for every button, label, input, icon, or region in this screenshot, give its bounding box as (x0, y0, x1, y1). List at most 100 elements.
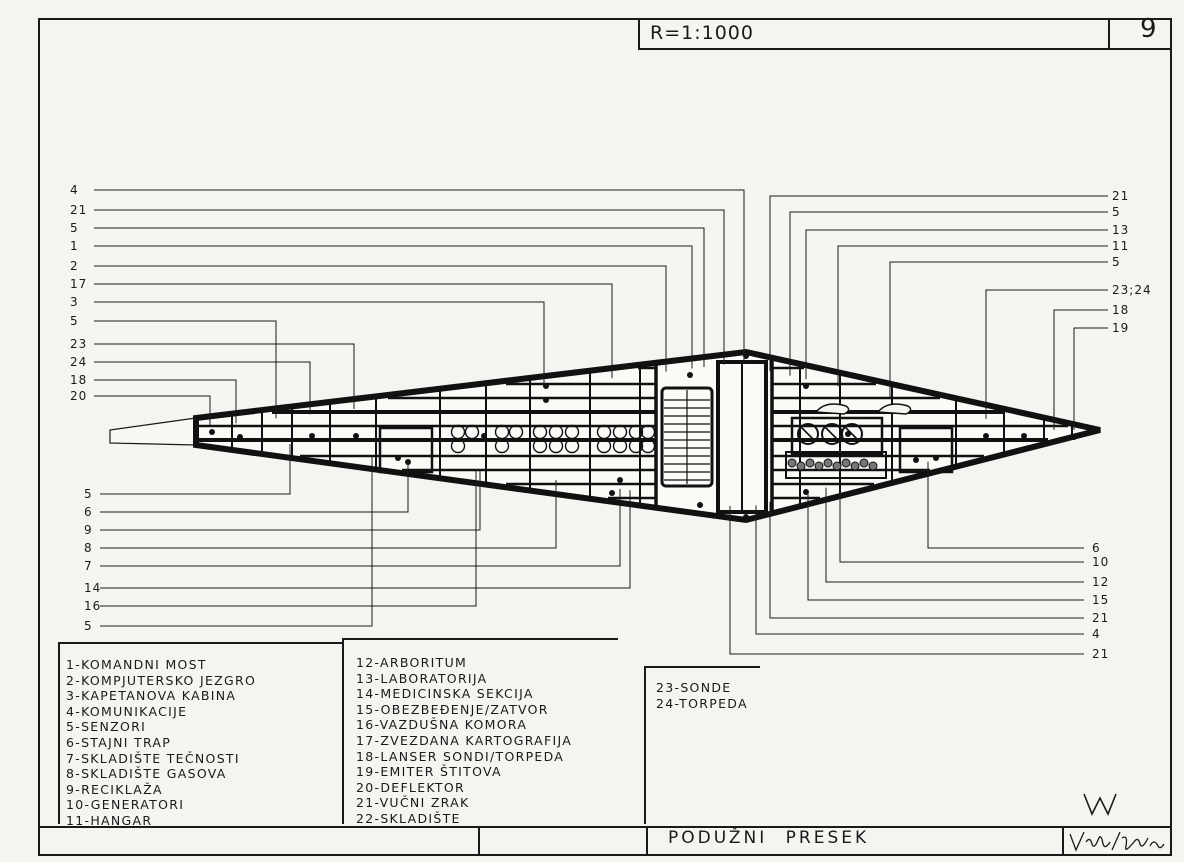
compartment-dot (913, 457, 919, 463)
compartment-dot (617, 477, 623, 483)
callout-bottom-right-label: 21 (1092, 611, 1109, 625)
leader-line (94, 379, 237, 424)
callout-right-label: 5 (1112, 205, 1121, 219)
compartment-dot (933, 455, 939, 461)
signature-cell (1062, 826, 1172, 856)
legend-item: 4-KOMUNIKACIJE (66, 703, 188, 719)
legend-vrule-3 (644, 666, 646, 824)
scale-label: R=1:1000 (650, 22, 754, 44)
compartment-dot (309, 433, 315, 439)
legend-vrule-1 (58, 642, 60, 824)
callout-right-label: 18 (1112, 303, 1129, 317)
signature-mark (1069, 831, 1165, 852)
computer-core-grid (664, 390, 710, 484)
leader-line (100, 488, 621, 567)
leader-line (805, 229, 1108, 380)
leader-line (100, 459, 409, 513)
leader-line (839, 484, 1084, 563)
leader-line (1053, 309, 1108, 430)
legend-item: 3-KAPETANOVA KABINA (66, 688, 237, 704)
legend-item: 10-GENERATORI (66, 797, 185, 813)
deflector-cone (109, 417, 197, 446)
legend-item: 17-ZVEZDANA KARTOGRAFIJA (356, 732, 573, 748)
callout-left-label: 5 (70, 314, 79, 328)
compartment-dot (395, 455, 401, 461)
callout-left-label: 17 (70, 277, 87, 291)
compartment-dot (743, 514, 749, 520)
callout-bottom-left-label: 14 (84, 581, 101, 595)
legend-item: 7-SKLADIŠTE TEČNOSTI (66, 750, 240, 766)
compartment-dot (697, 502, 703, 508)
callout-right-label: 13 (1112, 223, 1129, 237)
callout-bottom-left-label: 5 (84, 487, 93, 501)
callout-right-label: 23;24 (1112, 283, 1152, 297)
tank-cylinder (596, 424, 612, 440)
generator-cylinder (797, 423, 819, 445)
tank-cylinder (628, 438, 644, 454)
legend-item: 24-TORPEDA (656, 695, 748, 711)
leader-line (94, 301, 545, 387)
hangar-bay (790, 416, 884, 456)
callout-left-label: 3 (70, 295, 79, 309)
leader-lines (94, 189, 1108, 655)
compartment-dot (609, 490, 615, 496)
sheet-number-box (1108, 18, 1172, 50)
leader-line (100, 480, 557, 549)
compartment-dot (1089, 427, 1095, 433)
leader-line (94, 189, 745, 363)
monogram-mark (1083, 793, 1117, 816)
leader-line (94, 343, 355, 410)
callout-bottom-left-label: 5 (84, 619, 93, 633)
legend-rule-3 (644, 666, 760, 668)
leader-line (985, 289, 1108, 419)
tank-cylinder (450, 424, 466, 440)
arboretum-bay (785, 451, 887, 479)
tank-cylinder (548, 424, 564, 440)
title-block-cell (478, 826, 648, 856)
tank-cylinder (640, 438, 656, 454)
callout-bottom-right-label: 10 (1092, 555, 1109, 569)
leader-line (100, 469, 477, 607)
leader-line (100, 490, 631, 589)
legend-rule-1 (58, 642, 342, 644)
tank-cylinder (596, 438, 612, 454)
plant-shape (823, 458, 833, 468)
legend-vrule-2 (342, 638, 344, 824)
compartment-dot (803, 383, 809, 389)
legend-item: 22-SKLADIŠTE (356, 810, 461, 826)
compartment-dot (353, 433, 359, 439)
leader-line (94, 209, 725, 365)
leader-line (94, 320, 277, 419)
leader-line (100, 455, 373, 627)
tank-cylinder (628, 424, 644, 440)
plant-shape (832, 461, 842, 471)
callout-bottom-left-label: 8 (84, 541, 93, 555)
sheet-number: 9 (1140, 14, 1158, 44)
tank-cylinder (494, 438, 510, 454)
generator-cylinder (841, 423, 863, 445)
callout-left-label: 23 (70, 337, 87, 351)
generator-cylinder-mark (844, 426, 860, 442)
leader-line (100, 444, 291, 495)
leader-line (769, 501, 1084, 619)
hangar-equipment (797, 423, 863, 445)
legend-item: 19-EMITER ŠTITOVA (356, 764, 502, 780)
hull (193, 348, 1101, 524)
plant-shape (814, 461, 824, 471)
callout-bottom-right-label: 4 (1092, 627, 1101, 641)
callout-left-label: 20 (70, 389, 87, 403)
tank-cylinder (450, 438, 466, 454)
tank-cylinder (508, 424, 524, 440)
callout-right-label: 19 (1112, 321, 1129, 335)
plant-shape (796, 461, 806, 471)
leader-line (94, 283, 613, 379)
legend-item: 15-OBEZBEĐENJE/ZATVOR (356, 701, 549, 717)
callout-left-label: 24 (70, 355, 87, 369)
callout-bottom-right-label: 21 (1092, 647, 1109, 661)
legend-item: 20-DEFLEKTOR (356, 779, 465, 795)
leader-line (825, 487, 1084, 583)
